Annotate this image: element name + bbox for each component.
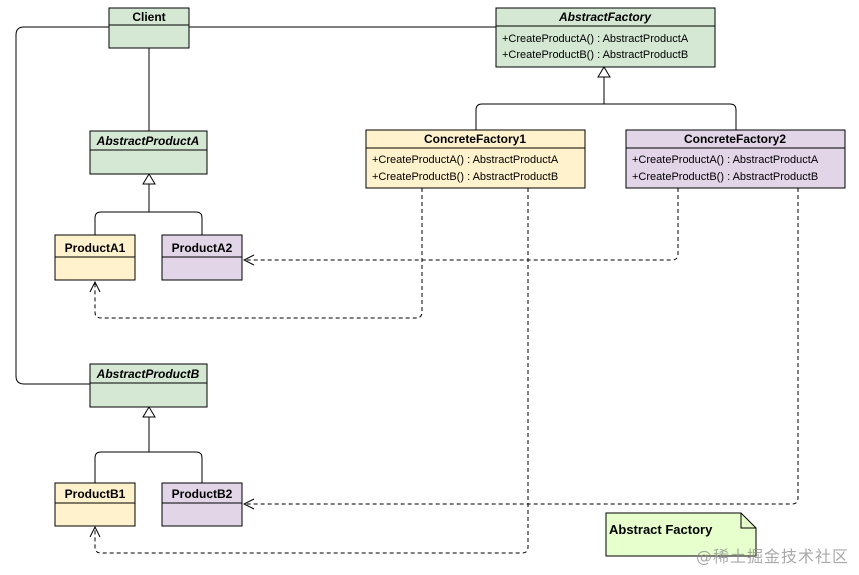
class-abstract-product-a-box xyxy=(89,130,208,175)
class-name: ProductB2 xyxy=(172,487,233,501)
watermark: @稀土掘金技术社区 xyxy=(695,547,849,566)
generalization-arrowhead-abstractproducta xyxy=(142,173,156,185)
dependency-concretefactory2-productb2 xyxy=(244,188,799,504)
class-name: ProductB1 xyxy=(65,487,126,501)
class-name: Client xyxy=(132,10,165,24)
class-abstract-product-b-box xyxy=(89,363,208,408)
class-operation: +CreateProductB() : AbstractProductB xyxy=(502,49,688,61)
class-product-b1-box xyxy=(54,482,136,527)
dependency-concretefactory1-producta1 xyxy=(95,188,423,319)
class-abstract-factory[interactable]: AbstractFactory +CreateProductA() : Abst… xyxy=(495,7,716,68)
generalization-branch-factories xyxy=(475,103,737,130)
class-operation: +CreateProductB() : AbstractProductB xyxy=(632,171,818,183)
generalization-arrowhead-abstractproductb xyxy=(142,406,156,418)
note-shape xyxy=(605,512,757,557)
generalization-arrowhead-abstractfactory xyxy=(597,66,611,78)
connectors xyxy=(15,26,799,554)
note-fold xyxy=(740,513,756,529)
class-operation: +CreateProductA() : AbstractProductA xyxy=(372,154,559,166)
class-client[interactable]: Client xyxy=(108,7,190,49)
class-product-a2[interactable]: ProductA2 xyxy=(161,234,243,281)
class-product-b2[interactable]: ProductB2 xyxy=(161,482,243,527)
class-product-a1[interactable]: ProductA1 xyxy=(54,234,136,281)
class-abstract-product-a[interactable]: AbstractProductA xyxy=(89,130,208,175)
class-name: ProductA1 xyxy=(65,241,126,255)
generalization-branch-productb xyxy=(94,451,203,483)
class-concrete-factory2-box xyxy=(625,129,846,189)
note-abstract-factory[interactable]: Abstract Factory xyxy=(605,512,757,557)
class-operation: +CreateProductB() : AbstractProductB xyxy=(372,171,558,183)
class-name: ConcreteFactory1 xyxy=(424,132,526,146)
class-name: ConcreteFactory2 xyxy=(684,132,786,146)
class-abstract-product-b[interactable]: AbstractProductB xyxy=(89,363,208,408)
class-name: AbstractProductA xyxy=(96,134,200,148)
dependency-concretefactory2-producta2 xyxy=(244,188,679,260)
association-client-abstractproductb xyxy=(15,26,109,385)
class-name: ProductA2 xyxy=(172,241,233,255)
class-client-box xyxy=(108,7,190,49)
class-name: AbstractFactory xyxy=(558,10,652,24)
class-concrete-factory1[interactable]: ConcreteFactory1 +CreateProductA() : Abs… xyxy=(365,129,586,189)
class-name: AbstractProductB xyxy=(96,367,200,381)
generalization-branch-producta xyxy=(94,211,203,235)
note-text: Abstract Factory xyxy=(609,522,713,537)
class-product-b2-box xyxy=(161,482,243,527)
class-product-b1[interactable]: ProductB1 xyxy=(54,482,136,527)
class-operation: +CreateProductA() : AbstractProductA xyxy=(502,33,689,45)
class-concrete-factory1-box xyxy=(365,129,586,189)
class-concrete-factory2[interactable]: ConcreteFactory2 +CreateProductA() : Abs… xyxy=(625,129,846,189)
class-operation: +CreateProductA() : AbstractProductA xyxy=(632,154,819,166)
class-abstract-factory-box xyxy=(495,7,716,68)
